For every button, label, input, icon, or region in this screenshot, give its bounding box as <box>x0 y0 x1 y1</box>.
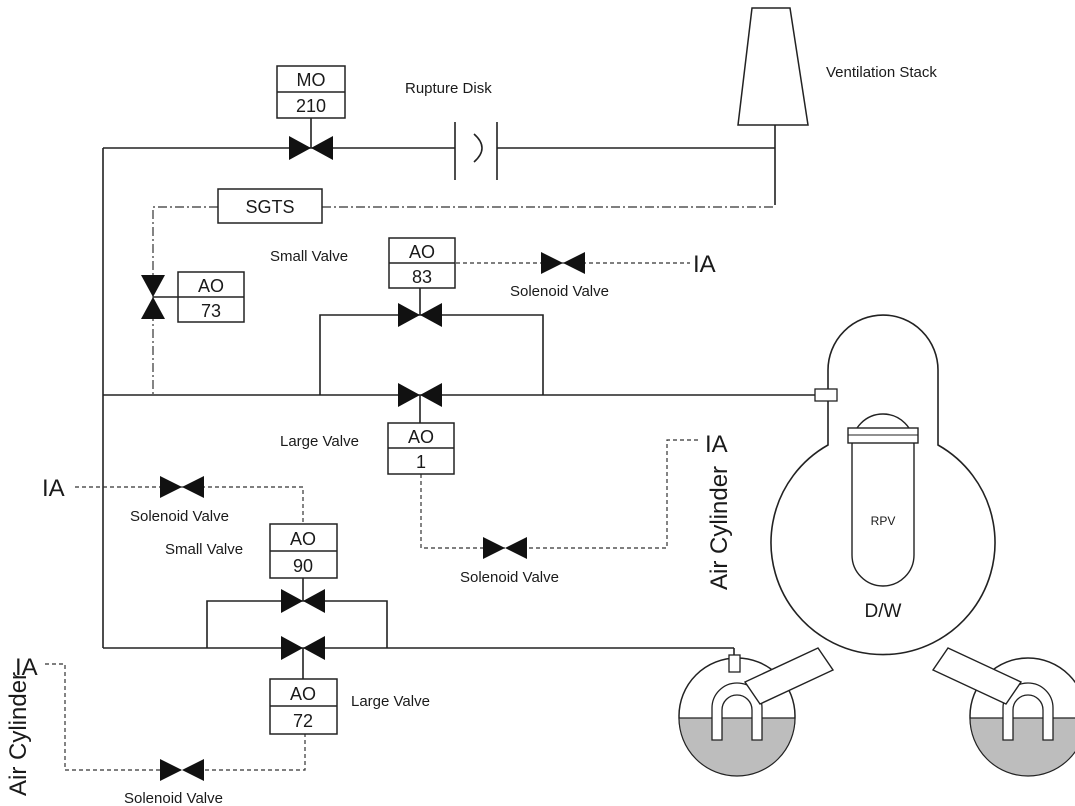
label-ia-ao90: IA <box>42 475 65 502</box>
label-ao72-solenoid: Solenoid Valve <box>124 790 223 806</box>
box-ao90-type: AO <box>290 529 316 549</box>
box-ao1-type: AO <box>408 427 434 447</box>
valve-ao73[interactable] <box>141 275 178 319</box>
box-ao73-number: 73 <box>201 301 221 321</box>
box-ao83-type: AO <box>409 242 435 262</box>
label-ia-ao72: IA <box>15 654 38 681</box>
box-ao83-number: 83 <box>412 267 432 287</box>
rupture-disk <box>454 122 498 180</box>
box-ao83: AO 83 <box>388 237 456 289</box>
solenoid-valve-ao90[interactable] <box>160 476 204 498</box>
box-ao1: AO 1 <box>387 422 455 475</box>
drywell-penetration <box>814 388 838 402</box>
label-rpv: RPV <box>871 514 896 528</box>
box-sgts[interactable]: SGTS <box>217 188 323 224</box>
label-ao90-size: Small Valve <box>165 541 243 558</box>
box-mo210-type: MO <box>297 70 326 90</box>
air-lines <box>45 262 700 771</box>
box-sgts-label: SGTS <box>245 197 294 217</box>
box-ao1-number: 1 <box>416 452 426 472</box>
label-ao72-size: Large Valve <box>351 693 430 710</box>
sgts-lines <box>152 206 775 395</box>
box-mo210: MO 210 <box>276 65 346 119</box>
ventilation-stack <box>737 7 809 126</box>
valve-mo210[interactable] <box>289 118 333 160</box>
label-dw: D/W <box>865 601 902 622</box>
containment-vessel <box>678 314 1075 777</box>
solenoid-valve-ao72[interactable] <box>160 759 204 781</box>
box-ao90: AO 90 <box>269 523 338 579</box>
box-ao72-number: 72 <box>293 711 313 731</box>
label-ao1-solenoid: Solenoid Valve <box>460 569 559 586</box>
label-ia-ao83: IA <box>693 251 716 278</box>
solenoid-valve-ao1[interactable] <box>483 537 527 559</box>
label-ao83-size: Small Valve <box>270 248 348 265</box>
label-ao1-size: Large Valve <box>280 433 359 450</box>
valve-ao83[interactable] <box>398 288 442 327</box>
rpv <box>851 413 915 587</box>
box-ao72-type: AO <box>290 684 316 704</box>
solenoid-valve-ao83[interactable] <box>541 252 585 274</box>
label-ao90-solenoid: Solenoid Valve <box>130 508 229 525</box>
label-ao83-solenoid: Solenoid Valve <box>510 283 609 300</box>
valve-ao72[interactable] <box>281 636 325 679</box>
box-ao90-number: 90 <box>293 556 313 576</box>
wetwell-penetration <box>728 654 741 673</box>
valve-ao90[interactable] <box>281 578 325 613</box>
label-rupture-disk: Rupture Disk <box>405 80 492 97</box>
box-ao73-type: AO <box>198 276 224 296</box>
label-ia-ao1: IA <box>705 431 728 458</box>
label-ventilation-stack: Ventilation Stack <box>826 64 937 81</box>
valve-ao1[interactable] <box>398 383 442 423</box>
box-ao72: AO 72 <box>269 678 338 735</box>
label-air-cylinder-ao1: Air Cylinder <box>706 466 733 590</box>
box-ao73: AO 73 <box>177 271 245 323</box>
box-mo210-number: 210 <box>296 96 326 116</box>
label-air-cylinder-ao72: Air Cylinder <box>5 672 32 796</box>
